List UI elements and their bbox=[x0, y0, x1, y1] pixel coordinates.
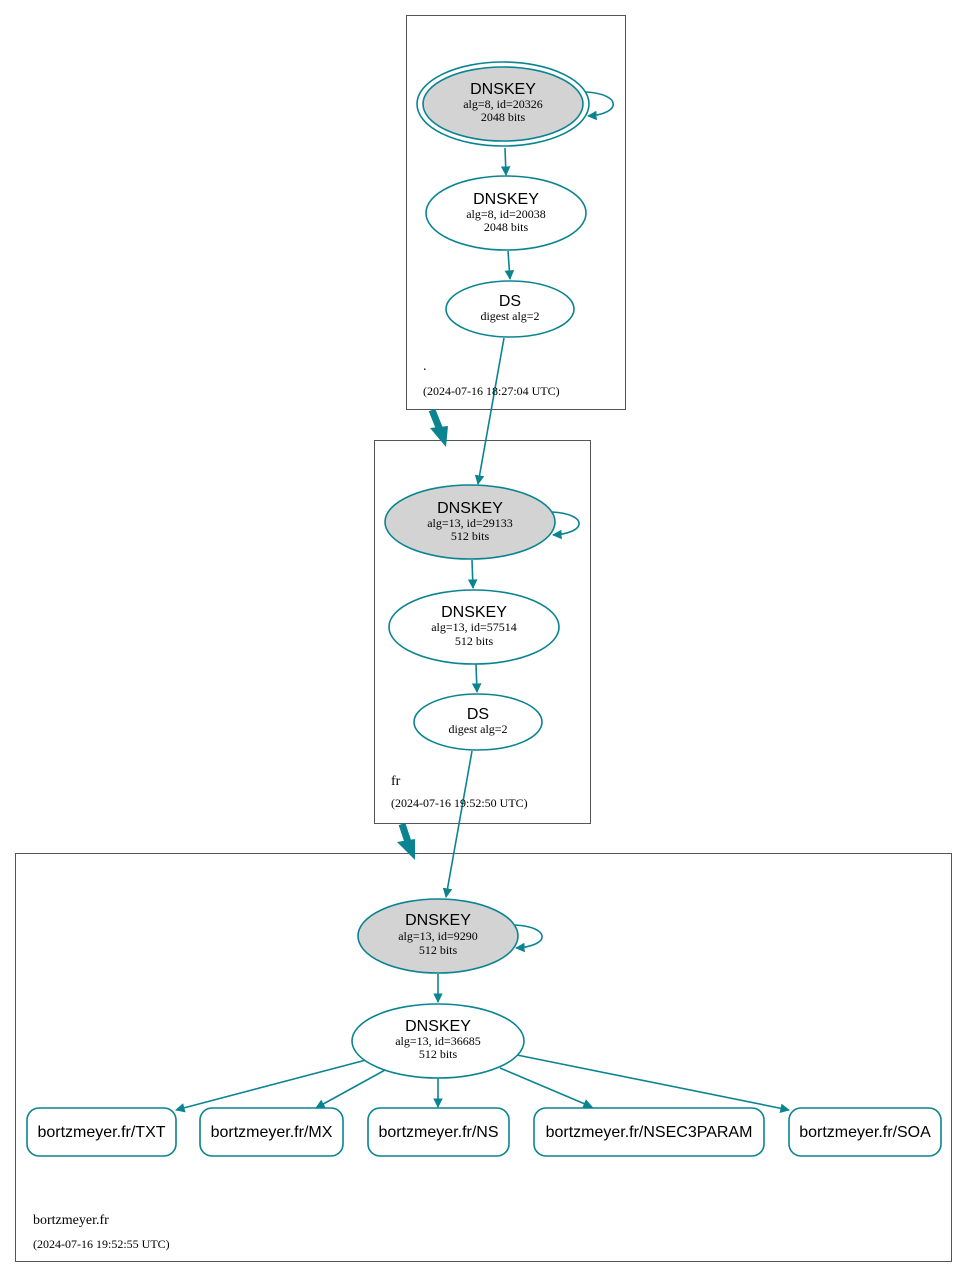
bz-ksk-title: DNSKEY bbox=[405, 912, 471, 929]
edge-fr-ksk-zsk bbox=[467, 559, 478, 589]
root-zone-name: . bbox=[423, 359, 427, 374]
root-zone-timestamp: (2024-07-16 18:27:04 UTC) bbox=[423, 384, 560, 398]
root-ds-node: DS digest alg=2 bbox=[445, 280, 575, 338]
edge-fr-ds-bz-ksk bbox=[442, 750, 473, 898]
fr-zone-name: fr bbox=[391, 774, 401, 789]
edge-root-ds-fr-ksk bbox=[474, 337, 505, 485]
fr-zsk-bits: 512 bits bbox=[455, 634, 494, 648]
delegation-arrow-fr-bortzmeyer bbox=[397, 822, 415, 860]
edge-bz-ksk-self bbox=[514, 924, 543, 953]
root-ds-title: DS bbox=[499, 293, 521, 310]
fr-ksk-node: DNSKEY alg=13, id=29133 512 bits bbox=[384, 484, 556, 560]
edge-bz-zsk-soa bbox=[516, 1054, 790, 1113]
edge-root-ksk-zsk bbox=[500, 147, 511, 176]
delegation-arrow-root-fr bbox=[428, 408, 448, 447]
zone-box-fr bbox=[374, 440, 591, 824]
zone-box-bortzmeyer bbox=[15, 853, 952, 1262]
rrset-mx-node: bortzmeyer.fr/MX bbox=[199, 1107, 344, 1157]
fr-ksk-title: DNSKEY bbox=[437, 500, 503, 517]
bz-zsk-bits: 512 bits bbox=[419, 1047, 458, 1061]
fr-ksk-alg: alg=13, id=29133 bbox=[427, 516, 513, 530]
bz-ksk-bits: 512 bits bbox=[419, 943, 458, 957]
edge-root-zsk-ds bbox=[504, 250, 515, 280]
fr-ds-title: DS bbox=[467, 706, 489, 723]
bz-zsk-node: DNSKEY alg=13, id=36685 512 bits bbox=[351, 1003, 525, 1079]
rrset-soa-node: bortzmeyer.fr/SOA bbox=[788, 1107, 942, 1157]
edge-fr-zsk-ds bbox=[471, 663, 482, 693]
rrset-mx-label: bortzmeyer.fr/MX bbox=[211, 1124, 333, 1141]
rrset-txt-node: bortzmeyer.fr/TXT bbox=[26, 1107, 177, 1157]
zone-box-root bbox=[406, 15, 626, 410]
fr-ds-digest: digest alg=2 bbox=[448, 722, 507, 736]
fr-zsk-node: DNSKEY alg=13, id=57514 512 bits bbox=[388, 589, 560, 665]
edge-bz-zsk-mx bbox=[315, 1069, 386, 1109]
edge-bz-zsk-nsec3param bbox=[499, 1067, 593, 1109]
rrset-nsec3param-label: bortzmeyer.fr/NSEC3PARAM bbox=[546, 1124, 753, 1141]
fr-zone-timestamp: (2024-07-16 19:52:50 UTC) bbox=[391, 796, 528, 810]
bz-ksk-alg: alg=13, id=9290 bbox=[398, 929, 478, 943]
bz-ksk-node: DNSKEY alg=13, id=9290 512 bits bbox=[357, 898, 519, 974]
root-zsk-title: DNSKEY bbox=[473, 191, 539, 208]
fr-zsk-title: DNSKEY bbox=[441, 604, 507, 621]
rrset-txt-label: bortzmeyer.fr/TXT bbox=[37, 1124, 165, 1141]
edge-bz-zsk-txt bbox=[175, 1059, 367, 1113]
root-ksk-bits: 2048 bits bbox=[481, 110, 526, 124]
root-ds-digest: digest alg=2 bbox=[480, 309, 539, 323]
fr-zsk-alg: alg=13, id=57514 bbox=[431, 620, 517, 634]
edge-fr-ksk-self bbox=[551, 511, 580, 540]
bz-zone-name: bortzmeyer.fr bbox=[33, 1213, 109, 1228]
rrset-soa-label: bortzmeyer.fr/SOA bbox=[799, 1124, 931, 1141]
root-ksk-alg: alg=8, id=20326 bbox=[463, 97, 543, 111]
root-zsk-bits: 2048 bits bbox=[484, 220, 529, 234]
bz-zsk-title: DNSKEY bbox=[405, 1018, 471, 1035]
fr-ds-node: DS digest alg=2 bbox=[413, 693, 543, 751]
bz-zone-timestamp: (2024-07-16 19:52:55 UTC) bbox=[33, 1237, 170, 1251]
fr-ksk-bits: 512 bits bbox=[451, 529, 490, 543]
bz-zsk-alg: alg=13, id=36685 bbox=[395, 1034, 481, 1048]
root-ksk-title: DNSKEY bbox=[470, 81, 536, 98]
rrset-ns-node: bortzmeyer.fr/NS bbox=[367, 1107, 510, 1157]
root-zsk-node: DNSKEY alg=8, id=20038 2048 bits bbox=[425, 175, 587, 251]
root-zsk-alg: alg=8, id=20038 bbox=[466, 207, 546, 221]
rrset-ns-label: bortzmeyer.fr/NS bbox=[378, 1124, 498, 1141]
edge-root-ksk-self bbox=[585, 91, 615, 121]
rrset-nsec3param-node: bortzmeyer.fr/NSEC3PARAM bbox=[533, 1107, 765, 1157]
root-ksk-node: DNSKEY alg=8, id=20326 2048 bits bbox=[416, 61, 590, 147]
